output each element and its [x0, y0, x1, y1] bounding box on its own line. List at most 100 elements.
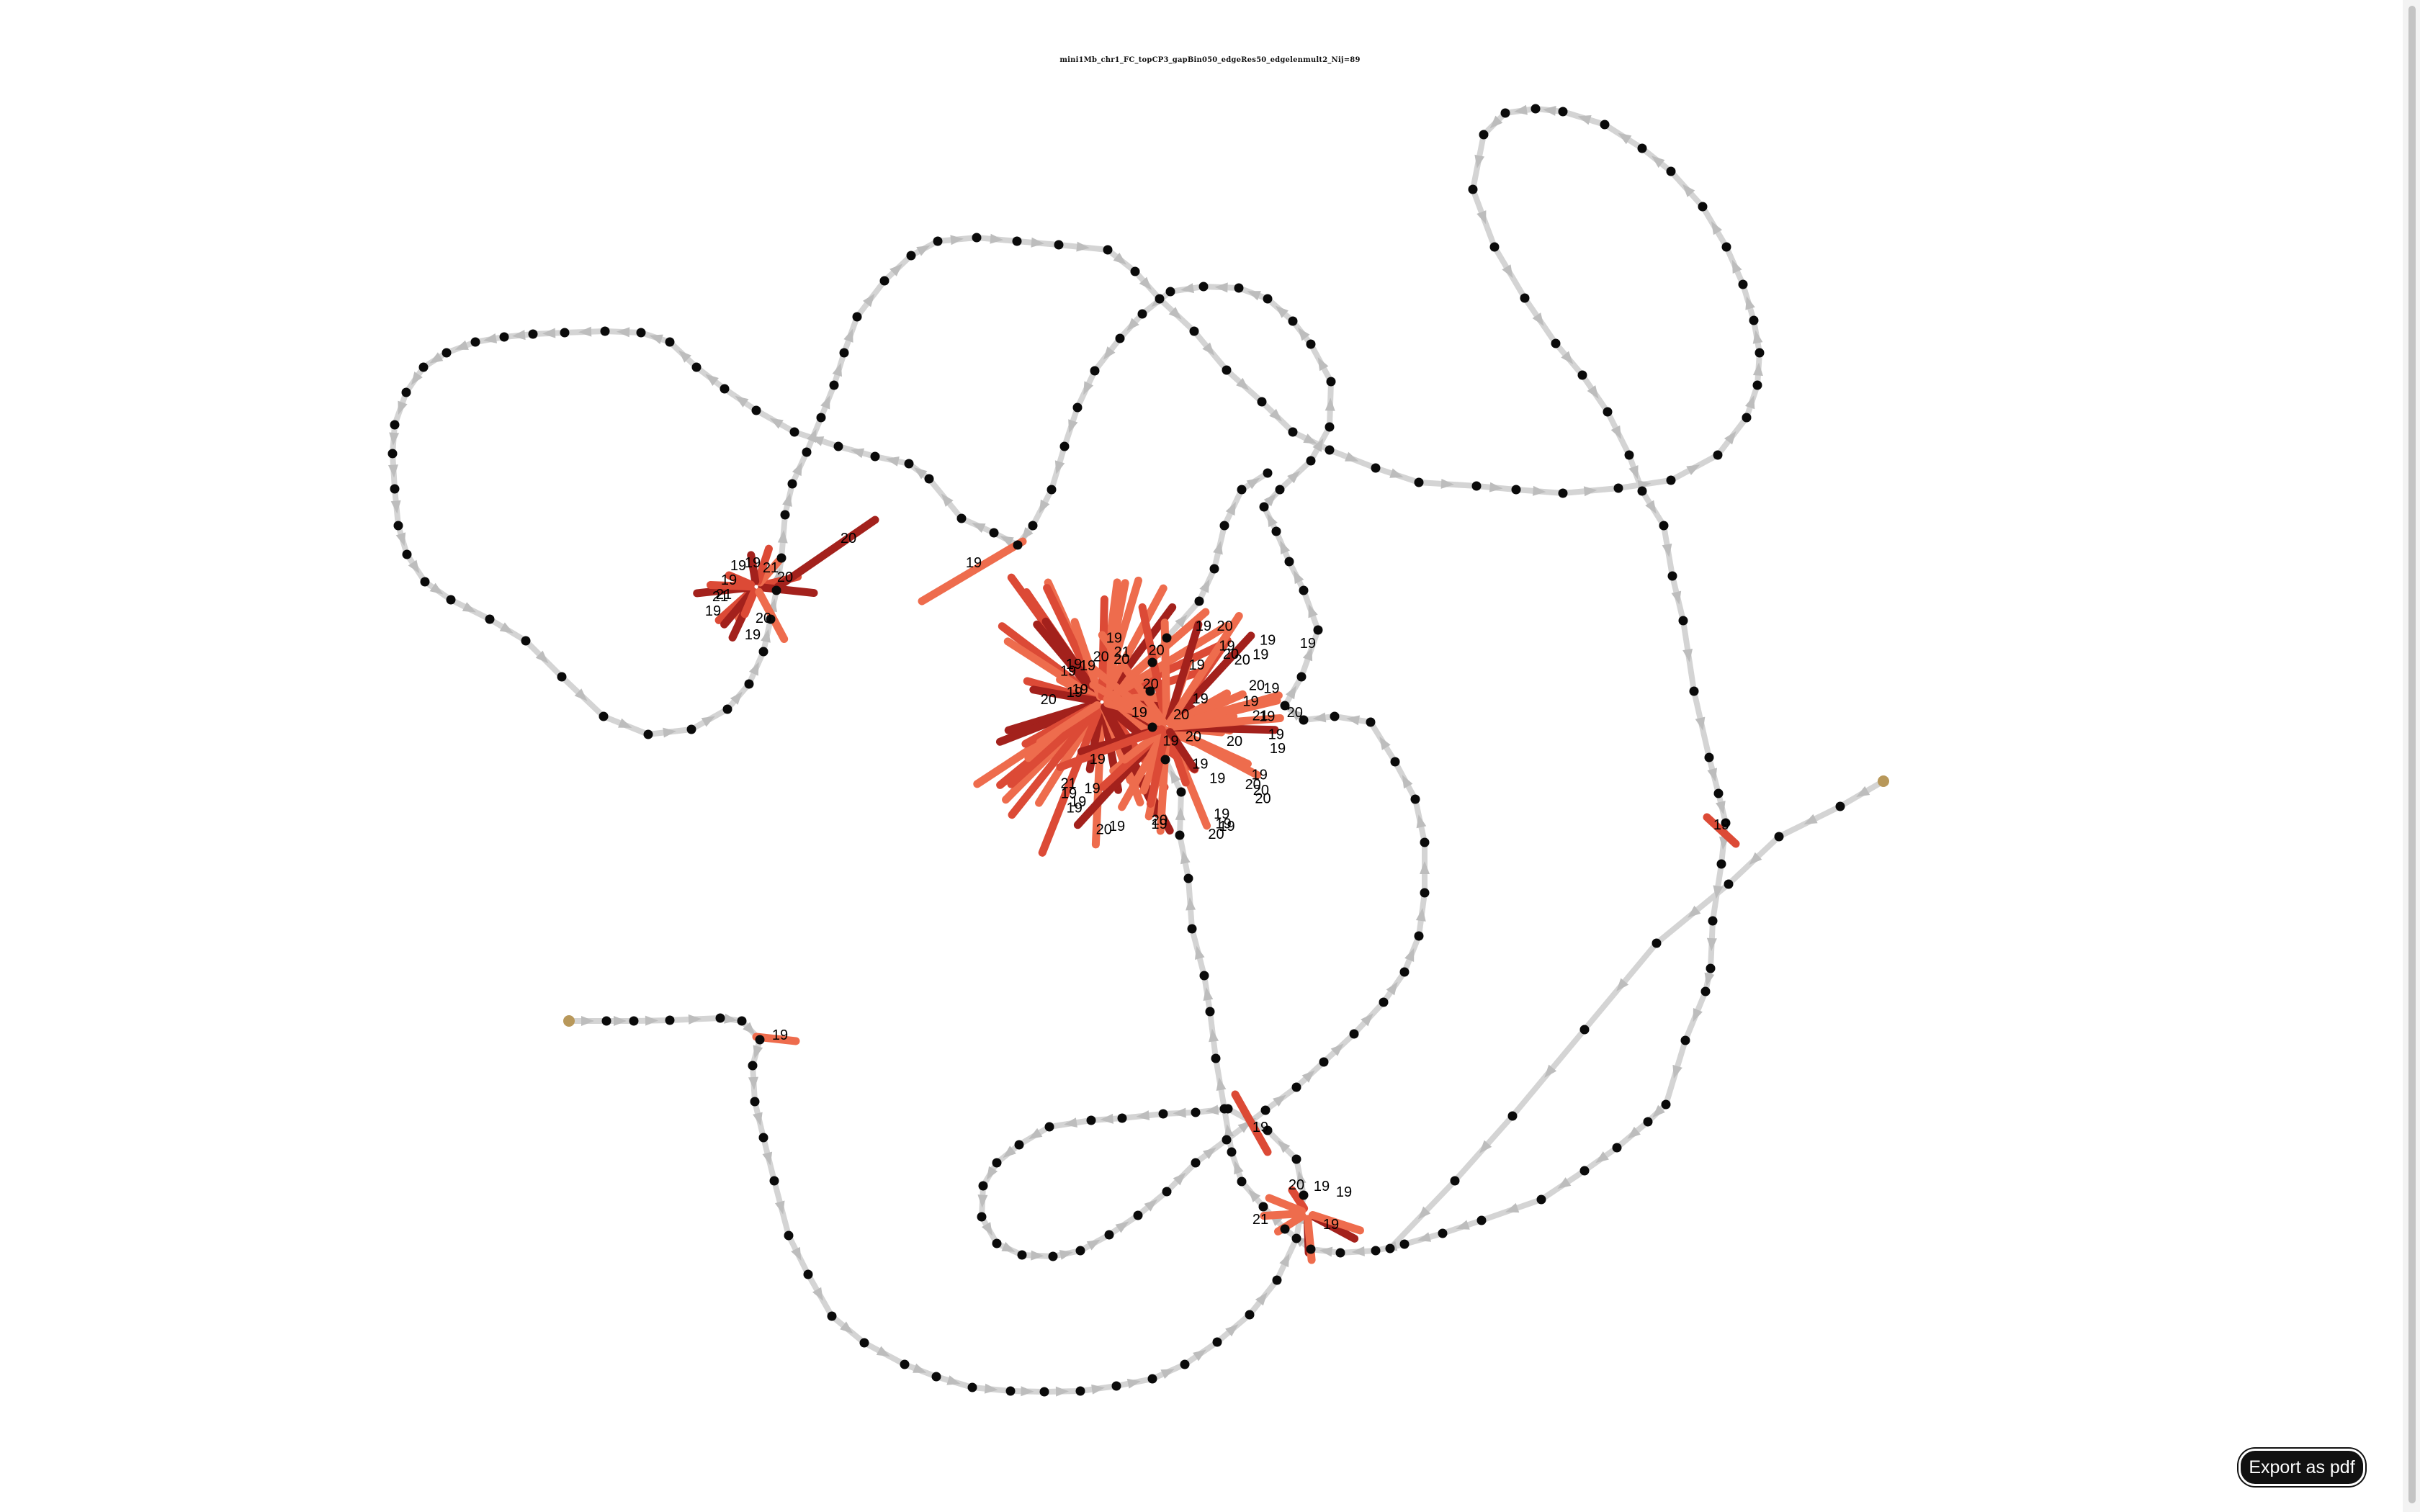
vertical-scrollbar[interactable] — [2403, 0, 2420, 1512]
contact-count-label: 19 — [1131, 705, 1147, 721]
chain-node — [1133, 1210, 1143, 1220]
edge-arrow-icon — [1247, 291, 1261, 301]
contact-count-label: 20 — [1289, 1177, 1304, 1193]
chain-node — [1410, 794, 1420, 804]
edge-arrow-icon — [1583, 486, 1597, 497]
edge-arrow-icon — [1325, 397, 1335, 411]
edge-arrow-icon — [990, 233, 1003, 244]
edge-arrow-icon — [1055, 1386, 1069, 1397]
chain-node — [1489, 242, 1500, 252]
chain-node — [1086, 1115, 1096, 1125]
edge-arrow-icon — [1175, 614, 1188, 628]
chain-node — [1047, 485, 1057, 495]
contact-count-label: 19 — [745, 555, 761, 571]
edge-arrow-icon — [1651, 156, 1665, 168]
chain-node — [1700, 986, 1711, 996]
edge-arrow-icon — [483, 333, 498, 343]
backbone-chain-spur — [1387, 778, 1886, 1251]
chain-node — [1385, 1243, 1395, 1254]
contact-edge — [1703, 813, 1740, 848]
edge-arrow-icon — [1752, 362, 1763, 376]
chain-node — [1180, 1359, 1190, 1369]
edge-arrow-icon — [1856, 786, 1870, 798]
chain-node — [829, 380, 839, 390]
contact-count-label: 19 — [966, 555, 982, 571]
chain-node — [879, 276, 889, 286]
chain-node — [1325, 445, 1335, 455]
chain-node — [1275, 485, 1285, 495]
chain-node — [1652, 938, 1662, 948]
edge-arrow-icon — [743, 1022, 756, 1035]
chain-node — [977, 1212, 987, 1222]
chain-node — [446, 595, 456, 605]
edge-arrow-icon — [1440, 478, 1454, 489]
edge-arrow-icon — [1671, 590, 1682, 605]
chain-node — [1162, 1187, 1172, 1197]
chain-node — [1319, 1057, 1329, 1067]
edge-arrow-icon — [1476, 210, 1487, 225]
chain-node — [1271, 526, 1281, 536]
edge-arrow-icon — [1000, 536, 1014, 546]
chain-node — [1713, 788, 1724, 798]
chain-node — [852, 312, 862, 322]
chain-node — [816, 413, 826, 423]
contact-count-label: 19 — [1259, 709, 1275, 725]
edge-arrow-icon — [1054, 460, 1065, 474]
contact-count-label: 20 — [1208, 827, 1224, 842]
chain-node — [931, 1372, 941, 1382]
edge-arrow-icon — [512, 330, 526, 341]
edge-arrow-icon — [730, 691, 743, 705]
edge-arrow-icon — [1214, 282, 1228, 293]
chain-node — [1713, 450, 1723, 460]
contact-count-label: 19 — [1192, 757, 1208, 773]
chain-node — [1059, 441, 1070, 451]
edge-arrow-icon — [913, 1363, 927, 1373]
edge-arrow-icon — [1173, 1172, 1186, 1186]
edge-arrow-icon — [791, 1246, 802, 1261]
chain-node — [972, 233, 982, 243]
edge-arrow-icon — [1404, 948, 1415, 962]
chain-node — [1194, 596, 1204, 606]
contact-count-label: 20 — [841, 531, 856, 546]
edge-arrow-icon — [1312, 438, 1324, 452]
contact-count-label: 19 — [1162, 734, 1178, 750]
chain-node — [1260, 1105, 1270, 1115]
chain-node — [557, 672, 567, 682]
chain-node — [1104, 1230, 1114, 1240]
edge-arrow-icon — [1415, 908, 1426, 922]
edge-arrow-icon — [807, 428, 817, 444]
edge-arrow-icon — [876, 1346, 890, 1357]
hub-left-contact-edge — [725, 571, 756, 589]
edge-arrow-icon — [753, 1112, 763, 1126]
chain-node — [1191, 1158, 1201, 1168]
chain-node — [1600, 120, 1610, 130]
chain-node — [1234, 283, 1244, 293]
edge-arrow-icon — [499, 622, 514, 634]
edge-arrow-icon — [1502, 264, 1513, 279]
chain-node — [789, 427, 799, 437]
chain-node — [686, 724, 696, 734]
export-pdf-button[interactable]: Export as pdf — [2238, 1449, 2365, 1486]
chain-node — [1199, 971, 1209, 981]
edge-arrow-icon — [1180, 283, 1194, 294]
contact-count-label: 21 — [1114, 644, 1130, 660]
chain-node — [1005, 1386, 1016, 1396]
edge-arrow-icon — [1113, 252, 1127, 265]
edge-arrow-icon — [1561, 351, 1574, 364]
chain-node — [1680, 1035, 1690, 1045]
graph-title: mini1Mb_chr1_FC_topCP3_gapBin050_edgeRes… — [1059, 56, 1361, 64]
chain-node — [1028, 521, 1038, 531]
contact-edge — [774, 516, 879, 591]
chain-node — [1471, 481, 1482, 491]
edge-arrow-icon — [850, 448, 865, 459]
edge-arrow-icon — [1083, 381, 1094, 395]
chain-node — [1724, 879, 1734, 889]
chain-node — [418, 362, 429, 372]
chain-node — [1299, 715, 1309, 725]
edge-arrow-icon — [1225, 1324, 1239, 1337]
contact-count-label: 20 — [1249, 678, 1265, 694]
chain-node — [1414, 931, 1424, 941]
contact-count-label: 19 — [1270, 741, 1286, 757]
scrollbar-thumb[interactable] — [2408, 6, 2416, 1503]
